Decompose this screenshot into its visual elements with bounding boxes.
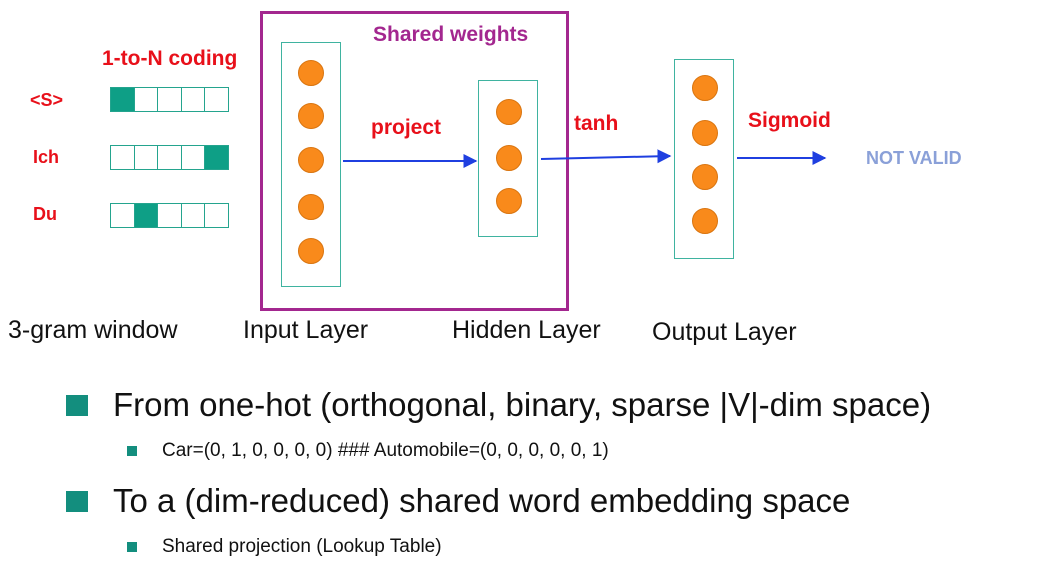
hidden-neuron [496, 99, 522, 125]
input-neuron [298, 194, 324, 220]
sub-bullet-marker [127, 446, 137, 456]
sub-bullet-car-example: Car=(0, 1, 0, 0, 0, 0) ### Automobile=(0… [162, 440, 609, 461]
bullet-marker [66, 395, 88, 416]
one-hot-cell [157, 87, 182, 112]
output-value: NOT VALID [866, 148, 962, 168]
shared-weights-label: Shared weights [373, 23, 529, 46]
one-hot-cell [204, 203, 229, 228]
tanh-label: tanh [574, 112, 619, 135]
output-layer-box [674, 59, 734, 259]
sigmoid-label: Sigmoid [748, 109, 831, 132]
input-layer-box [281, 42, 341, 287]
output-neuron [692, 120, 718, 146]
sub-bullet-marker [127, 542, 137, 552]
one-hot-cell [204, 87, 229, 112]
one-hot-vector-s [110, 87, 229, 112]
hidden-neuron [496, 188, 522, 214]
hidden-neuron [496, 145, 522, 171]
coding-label: 1-to-N coding [102, 47, 238, 70]
bullet-marker [66, 491, 88, 512]
one-hot-cell [204, 145, 229, 170]
output-neuron [692, 164, 718, 190]
hidden-layer-box [478, 80, 538, 237]
bullet-embedding-space: To a (dim-reduced) shared word embedding… [113, 482, 851, 519]
output-neuron [692, 75, 718, 101]
one-hot-cell [110, 87, 135, 112]
bullet-one-hot: From one-hot (orthogonal, binary, sparse… [113, 386, 932, 423]
caption-output-layer: Output Layer [652, 318, 797, 346]
caption-input-layer: Input Layer [243, 316, 369, 344]
shared-weights-box [260, 11, 569, 311]
sub-bullet-shared-projection: Shared projection (Lookup Table) [162, 536, 442, 557]
one-hot-cell [180, 87, 206, 112]
output-neuron [692, 208, 718, 234]
caption-window: 3-gram window [8, 316, 178, 344]
one-hot-cell [180, 203, 206, 228]
one-hot-vector-du [110, 203, 229, 228]
input-neuron [298, 238, 324, 264]
one-hot-cell [133, 203, 159, 228]
project-label: project [371, 116, 442, 139]
one-hot-cell [133, 145, 159, 170]
one-hot-cell [157, 203, 182, 228]
token-label-du: Du [33, 204, 57, 224]
input-neuron [298, 60, 324, 86]
input-neuron [298, 147, 324, 173]
caption-hidden-layer: Hidden Layer [452, 316, 601, 344]
tanh-arrow [540, 149, 672, 164]
one-hot-vector-ich [110, 145, 229, 170]
input-neuron [298, 103, 324, 129]
token-label-s: <S> [30, 90, 64, 110]
token-label-ich: Ich [33, 147, 60, 167]
